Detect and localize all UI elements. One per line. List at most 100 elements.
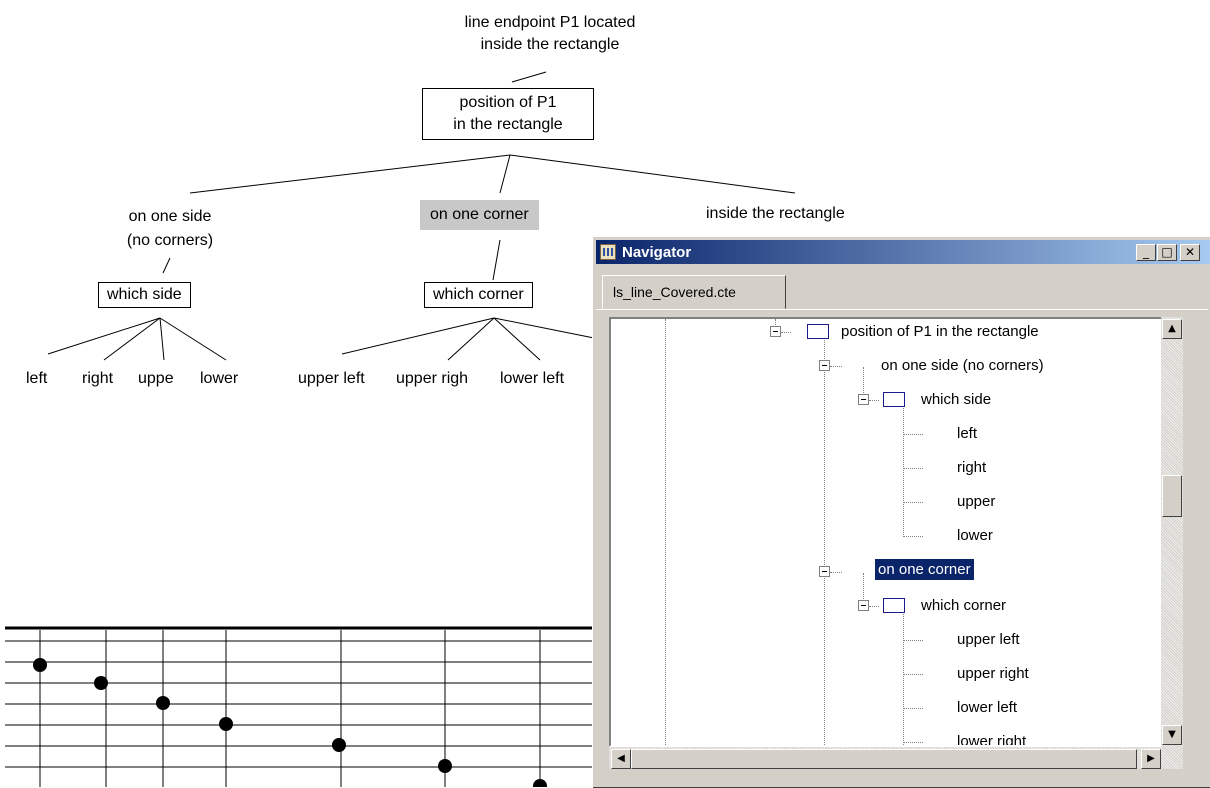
scroll-left-button[interactable]: ◀ [611, 749, 631, 769]
tree-guide-line [863, 573, 864, 609]
test-case-mark [332, 738, 346, 752]
root-label-line1: line endpoint P1 located [464, 14, 636, 31]
tab-ls-line-covered[interactable]: ls_line_Covered.cte [602, 275, 786, 309]
node-lower[interactable]: lower [957, 527, 993, 544]
edge-lower-left [493, 317, 541, 361]
node-on-one-corner[interactable]: on one corner [875, 559, 974, 580]
tree-connector [781, 332, 791, 333]
root-connector [511, 71, 547, 83]
edge-left [47, 317, 161, 355]
tree-connector [869, 606, 879, 607]
class-side-line2: (no corners) [126, 232, 214, 249]
tree-connector [869, 400, 879, 401]
tree-connector [903, 536, 923, 537]
node-on-one-side[interactable]: on one side (no corners) [881, 357, 1044, 374]
which-side-box[interactable]: which side [98, 282, 191, 308]
edge-side [189, 154, 511, 194]
edge-corner [499, 154, 511, 194]
tree-connector [903, 468, 923, 469]
navigator-title: Navigator [622, 244, 692, 261]
class-on-one-side[interactable]: on one side (no corners) [90, 205, 250, 253]
edge-corner-to-which [492, 239, 501, 281]
edge-side-to-which [162, 257, 171, 274]
collapse-toggle[interactable] [858, 394, 869, 405]
collapse-toggle[interactable] [819, 360, 830, 371]
edge-upper-right [447, 317, 495, 361]
tab-label: ls_line_Covered.cte [613, 284, 736, 300]
tab-panel [596, 309, 1208, 786]
node-left[interactable]: left [957, 425, 978, 442]
tree-guide-line [903, 401, 904, 537]
position-box-line1: position of P1 [459, 94, 557, 111]
leaf-right[interactable]: right [82, 370, 114, 387]
classification-box-icon [883, 598, 905, 613]
leaf-lower[interactable]: lower [200, 370, 239, 387]
class-on-one-corner[interactable]: on one corner [420, 200, 539, 230]
edge-lower [159, 317, 227, 361]
tree-connector [903, 502, 923, 503]
leaf-upper-left[interactable]: upper left [298, 370, 365, 387]
node-upper[interactable]: upper [957, 493, 996, 510]
edge-upper-left [341, 317, 495, 355]
tree-connector [903, 434, 923, 435]
test-case-mark [219, 717, 233, 731]
tree-guide-line [863, 367, 864, 403]
navigator-titlebar[interactable]: Navigator _ □ ✕ [596, 240, 1210, 264]
test-case-mark [156, 696, 170, 710]
node-which-corner[interactable]: which corner [921, 597, 1007, 614]
test-case-mark [438, 759, 452, 773]
root-label: line endpoint P1 located inside the rect… [420, 12, 680, 56]
tree-connector [830, 366, 842, 367]
horizontal-scroll-thumb[interactable] [631, 749, 1137, 769]
tree-guide-line [903, 607, 904, 745]
leaf-upper[interactable]: uppe [138, 370, 174, 387]
vertical-scrollbar[interactable] [1161, 317, 1183, 747]
test-case-mark [94, 676, 108, 690]
node-upper-left[interactable]: upper left [957, 631, 1020, 648]
tree-connector [830, 572, 842, 573]
test-case-marks [33, 658, 547, 787]
tree-guide-line [665, 319, 666, 745]
class-side-line1: on one side [128, 208, 212, 225]
edge-inside [509, 154, 796, 194]
node-lower-left[interactable]: lower left [957, 699, 1018, 716]
navigator-window: Navigator _ □ ✕ ls_line_Covered.cte posi… [592, 236, 1210, 788]
which-corner-box[interactable]: which corner [424, 282, 533, 308]
leaf-left[interactable]: left [26, 370, 48, 387]
node-right[interactable]: right [957, 459, 987, 476]
close-button[interactable]: ✕ [1180, 244, 1200, 261]
leaf-upper-right[interactable]: upper righ [396, 370, 469, 387]
scroll-up-button[interactable]: ▲ [1162, 319, 1182, 339]
vertical-scroll-thumb[interactable] [1162, 475, 1182, 517]
tree-view[interactable]: position of P1 in the rectangle on one s… [609, 317, 1179, 747]
classification-grid [5, 626, 592, 787]
leaf-lower-left[interactable]: lower left [500, 370, 565, 387]
classification-box-icon [883, 392, 905, 407]
scroll-right-button[interactable]: ▶ [1141, 749, 1161, 769]
position-classification-box[interactable]: position of P1 in the rectangle [422, 88, 594, 140]
node-upper-right[interactable]: upper right [957, 665, 1029, 682]
tree-connector [903, 742, 923, 743]
collapse-toggle[interactable] [770, 326, 781, 337]
edge-lower-right [493, 317, 595, 339]
node-lower-right[interactable]: lower right [957, 733, 1027, 747]
collapse-toggle[interactable] [858, 600, 869, 611]
node-position[interactable]: position of P1 in the rectangle [841, 323, 1039, 340]
edge-upper [159, 317, 165, 361]
tree-connector [903, 640, 923, 641]
edge-right [103, 317, 161, 361]
root-label-line2: inside the rectangle [480, 36, 620, 53]
scroll-down-button[interactable]: ▼ [1162, 725, 1182, 745]
navigator-app-icon [600, 244, 616, 260]
maximize-button[interactable]: □ [1157, 244, 1177, 261]
test-case-mark [33, 658, 47, 672]
tree-connector [903, 674, 923, 675]
minimize-button[interactable]: _ [1136, 244, 1156, 261]
collapse-toggle[interactable] [819, 566, 830, 577]
tree-guide-line [824, 333, 825, 745]
node-which-side[interactable]: which side [921, 391, 992, 408]
position-box-line2: in the rectangle [453, 116, 563, 133]
class-inside-rectangle[interactable]: inside the rectangle [706, 205, 845, 222]
tree-connector [903, 708, 923, 709]
